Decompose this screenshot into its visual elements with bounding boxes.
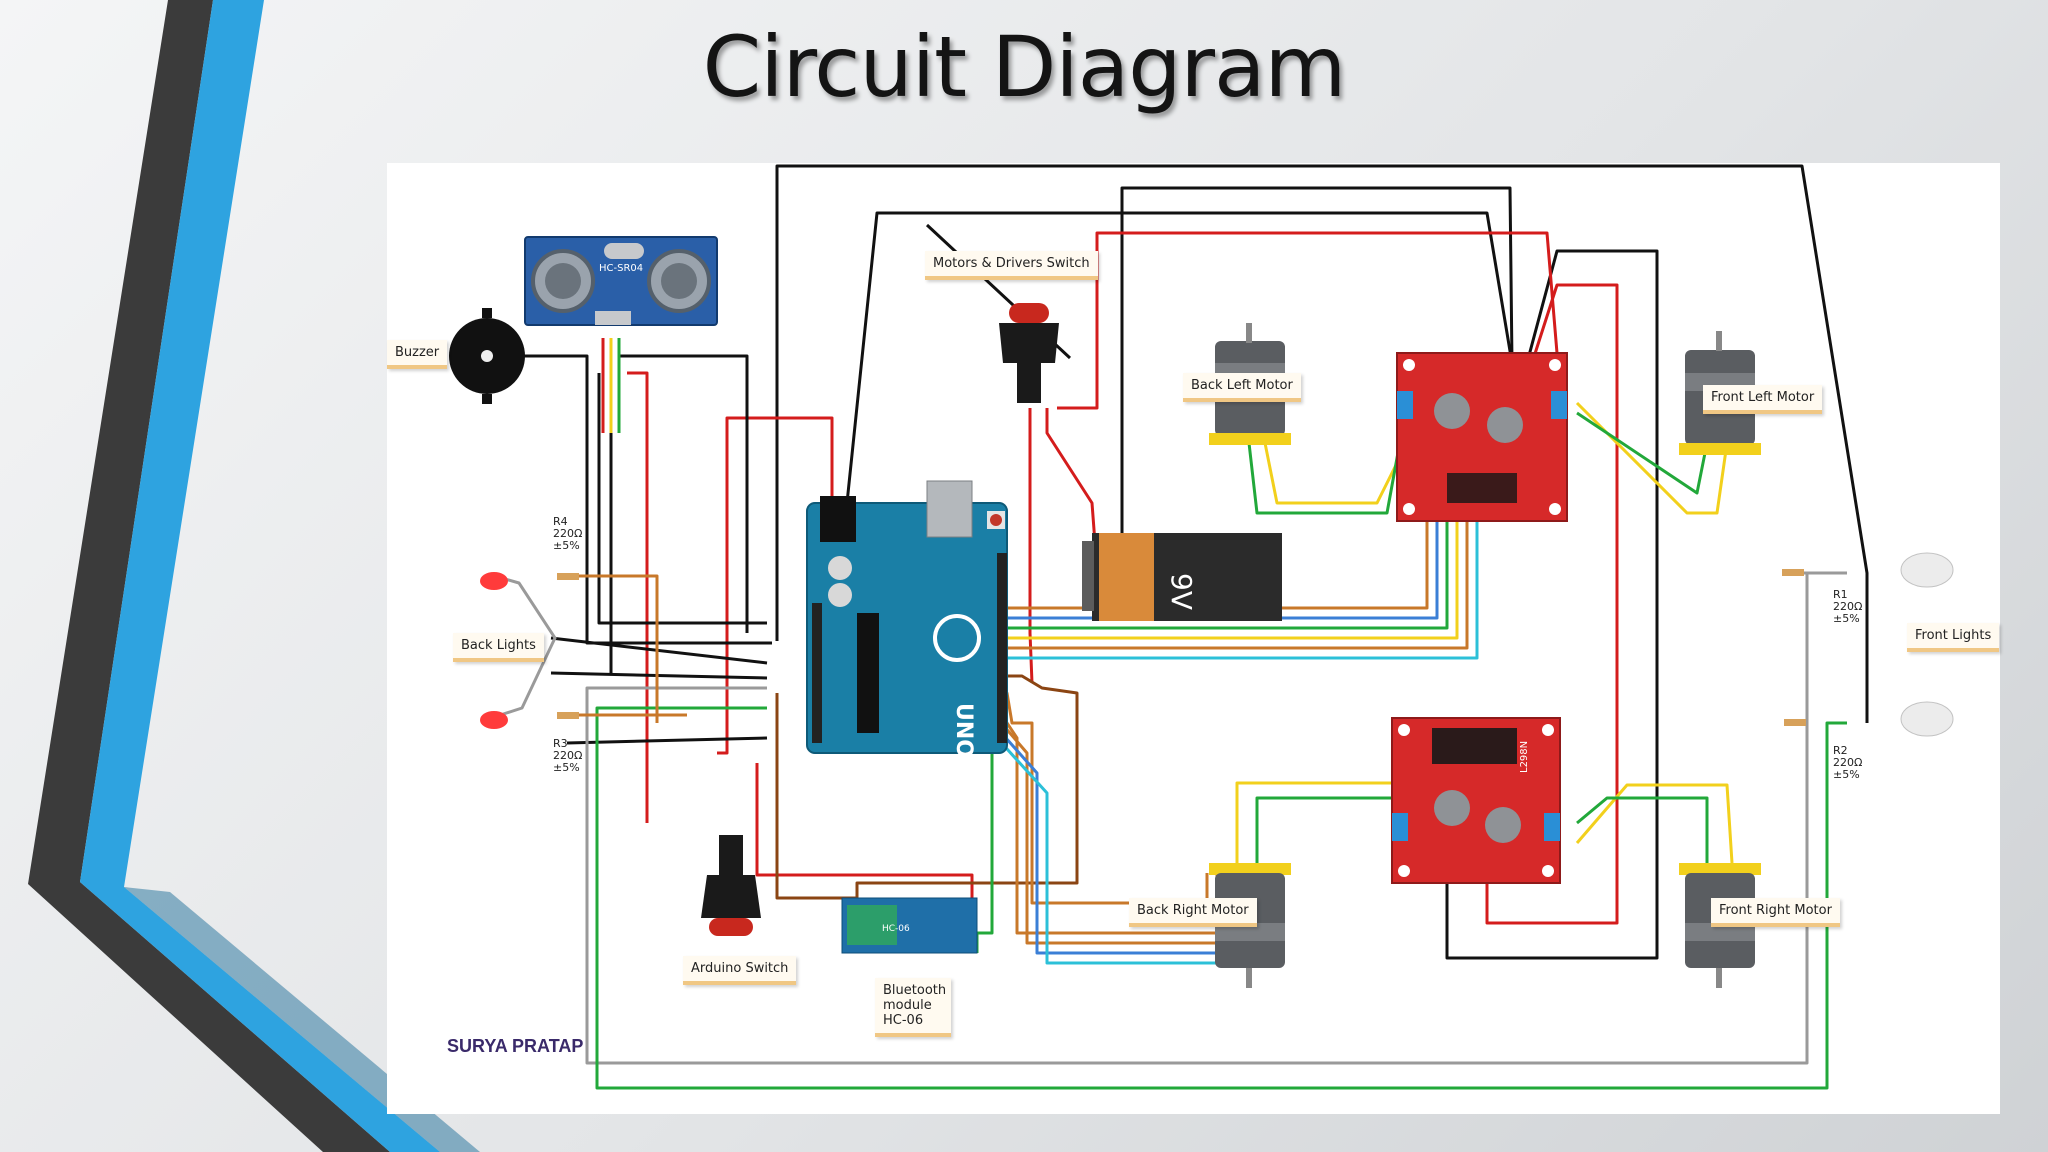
buzzer-label: Buzzer <box>387 340 448 369</box>
dark-chevron <box>28 0 390 1152</box>
resistor-r3-tolerance: ±5% <box>553 761 580 774</box>
battery-9v: 9V <box>1082 533 1282 621</box>
wire-green-bt <box>975 738 994 953</box>
front-light-top <box>1782 552 1954 588</box>
resistor-r4-name: R4 <box>553 515 568 528</box>
wire-black-sensor-2 <box>619 354 749 633</box>
wire-black-buzzer <box>492 354 772 645</box>
circuit-drawing: HC-SR04 UNO <box>449 164 1954 1090</box>
wire-black-arduino-top <box>845 211 1514 504</box>
back-left-motor-label: Back Left Motor <box>1183 373 1301 402</box>
bluetooth-label-line-1: Bluetooth <box>883 983 947 998</box>
wire-red-arduino-switch <box>627 371 649 823</box>
resistor-r2-name: R2 <box>1833 744 1848 757</box>
wire-red-switch-to-arduino <box>1028 408 1034 684</box>
wire-black-driver-right <box>1445 249 1659 960</box>
front-lights-label: Front Lights <box>1907 623 2000 652</box>
resistor-r4-tolerance: ±5% <box>553 539 580 552</box>
resistor-r3-value: 220Ω <box>553 749 583 762</box>
arduino-uno: UNO <box>806 480 1008 758</box>
resistor-r3-name: R3 <box>553 737 568 750</box>
front-light-bottom <box>1784 701 1954 737</box>
author-credit: SURYA PRATAP <box>447 1036 584 1056</box>
driver-model: L298N <box>1519 741 1530 773</box>
wire-red-arduino <box>717 416 834 755</box>
back-light-top <box>480 572 579 590</box>
arduino-switch <box>701 835 761 936</box>
bluetooth-label-line-2: module <box>883 998 932 1013</box>
wire-black-sensor-1 <box>597 373 767 625</box>
top-motor-driver <box>1396 352 1568 522</box>
wire-black-left-4 <box>566 736 768 745</box>
resistor-r1-value: 220Ω <box>1833 600 1863 613</box>
resistor-r2-value: 220Ω <box>1833 756 1863 769</box>
arduino-switch-label: Arduino Switch <box>683 956 797 985</box>
back-light-bottom <box>480 711 579 729</box>
bt-chip-label: HC-06 <box>882 924 910 934</box>
circuit-diagram-panel: HC-SR04 UNO <box>387 163 2000 1114</box>
wire-green-br-motor <box>1255 796 1392 863</box>
slide-title: Circuit Diagram <box>702 18 1347 116</box>
ultrasonic-sensor: HC-SR04 <box>524 236 718 326</box>
motors-switch <box>999 303 1059 403</box>
bottom-motor-driver: L298N <box>1391 717 1561 884</box>
bluetooth-label: Bluetooth module HC-06 <box>875 978 951 1037</box>
wire-grey-backlight <box>490 573 557 720</box>
wire-green-fl-motor <box>1576 411 1709 495</box>
front-right-motor-label: Front Right Motor <box>1711 898 1840 927</box>
blue-chevron <box>80 0 440 1152</box>
wire-green-fr-motor <box>1576 796 1709 863</box>
resistor-r2-tolerance: ±5% <box>1833 768 1860 781</box>
resistor-r2-label: R2 220Ω ±5% <box>1833 745 1862 781</box>
resistor-r3-label: R3 220Ω ±5% <box>553 738 582 774</box>
wire-brown-bottom-1 <box>775 674 1079 900</box>
wire-red-battery <box>1045 408 1097 544</box>
board-model: UNO <box>951 703 976 758</box>
wire-black-left-2 <box>550 671 768 680</box>
wire-red-driver-top <box>1057 231 1559 410</box>
resistor-r1-tolerance: ±5% <box>1833 612 1860 625</box>
buzzer <box>449 308 525 404</box>
sensor-model: HC-SR04 <box>599 263 643 274</box>
wire-black-left-1 <box>550 636 768 665</box>
back-lights-label: Back Lights <box>453 633 544 662</box>
resistor-r4-label: R4 220Ω ±5% <box>553 516 582 552</box>
bluetooth-module: HC-06 <box>841 897 978 954</box>
wire-yellow-fl-motor <box>1575 401 1729 515</box>
motors-switch-label: Motors & Drivers Switch <box>925 251 1098 280</box>
wire-orange-backlight <box>570 574 659 723</box>
wire-red-driver-right <box>1485 283 1619 925</box>
wire-black-driver-top <box>1120 186 1514 553</box>
resistor-r1-name: R1 <box>1833 588 1848 601</box>
battery-label: 9V <box>1165 573 1198 610</box>
wire-yellow-fr-motor <box>1575 783 1734 864</box>
bluetooth-label-line-3: HC-06 <box>883 1013 924 1028</box>
front-left-motor-label: Front Left Motor <box>1703 385 1823 414</box>
wire-green-loop <box>595 706 1847 1090</box>
resistor-r4-value: 220Ω <box>553 527 583 540</box>
back-right-motor-label: Back Right Motor <box>1129 898 1257 927</box>
resistor-r1-label: R1 220Ω ±5% <box>1833 589 1862 625</box>
